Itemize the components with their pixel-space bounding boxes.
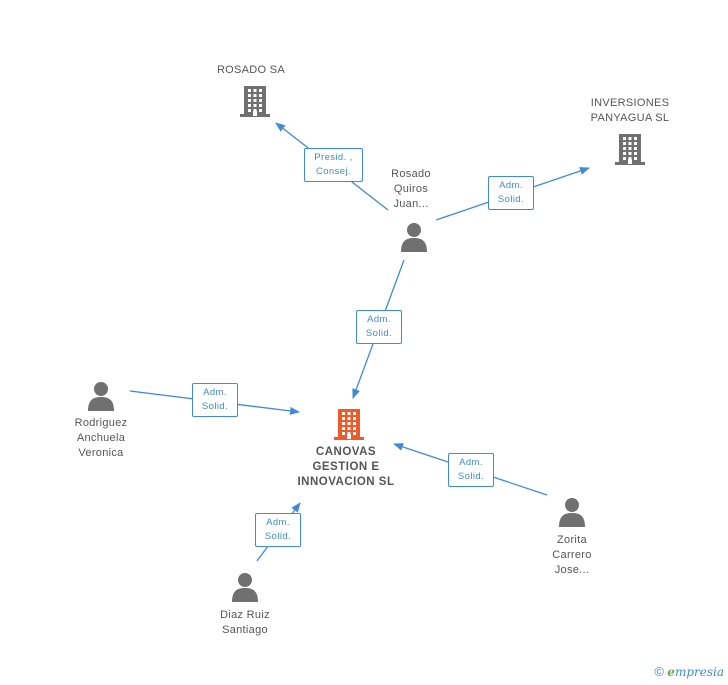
empresia-logo: empresia (667, 665, 724, 679)
edge-label-adm-solid-inversiones[interactable]: Adm. Solid. (488, 176, 534, 210)
rodriguez-person-icon[interactable] (86, 381, 116, 411)
node-label-rodriguez[interactable]: Rodriguez Anchuela Veronica (74, 417, 128, 459)
zorita-person-icon[interactable] (557, 497, 587, 527)
edge-label-adm-solid-diaz[interactable]: Adm. Solid. (255, 513, 301, 547)
node-label-canovas[interactable]: CANOVAS GESTION E INNOVACION SL (297, 446, 395, 488)
canovas-building-icon[interactable] (333, 407, 365, 441)
rosado-quiros-person-icon[interactable] (399, 222, 429, 252)
edge-label-presid-consej[interactable]: Presid. , Consej. (304, 148, 363, 182)
node-label-inversiones[interactable]: INVERSIONES PANYAGUA SL (590, 97, 670, 124)
node-label-rosado-sa[interactable]: ROSADO SA (216, 64, 286, 76)
inversiones-building-icon[interactable] (614, 132, 646, 166)
edge-label-adm-solid-zorita[interactable]: Adm. Solid. (448, 453, 494, 487)
node-label-zorita[interactable]: Zorita Carrero Jose... (552, 534, 592, 576)
edge-label-adm-solid-rodriguez[interactable]: Adm. Solid. (192, 383, 238, 417)
empresia-footer[interactable]: © empresia (654, 664, 724, 679)
diaz-ruiz-person-icon[interactable] (230, 572, 260, 602)
rosado-sa-building-icon[interactable] (239, 84, 271, 118)
copyright-icon: © (654, 664, 664, 679)
edge-label-adm-solid-rosado-canovas[interactable]: Adm. Solid. (356, 310, 402, 344)
node-label-diaz-ruiz[interactable]: Diaz Ruiz Santiago (220, 609, 270, 636)
node-label-rosado-quiros[interactable]: Rosado Quiros Juan... (391, 168, 431, 210)
